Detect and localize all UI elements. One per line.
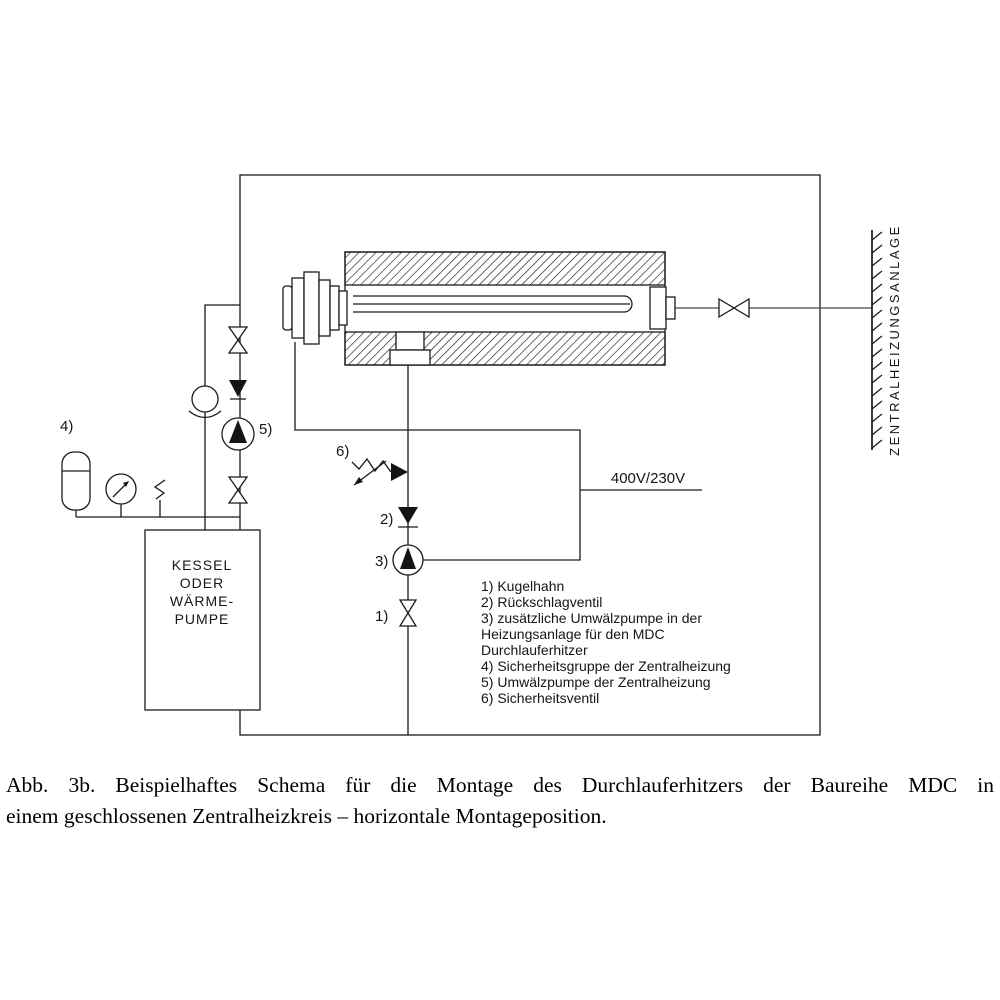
- legend-line-5: Durchlauferhitzer: [481, 642, 588, 658]
- heating-element: [353, 295, 633, 313]
- ref-label-4: 4): [60, 418, 73, 435]
- boiler-box: KESSEL ODER WÄRME- PUMPE: [144, 529, 261, 711]
- safety-group-line: [75, 500, 240, 518]
- pump-5-symbol: [221, 417, 255, 451]
- outlet-fitting: [649, 286, 676, 330]
- ball-valve-1-symbol: [398, 599, 418, 627]
- flow-heater: [282, 251, 676, 366]
- caption-line-2: einem geschlossenen Zentralheizkreis – h…: [6, 803, 607, 828]
- air-vent-symbol: [153, 479, 166, 500]
- shutoff-valve-lower-symbol: [227, 476, 249, 504]
- boiler-label-4: PUMPE: [175, 611, 230, 627]
- legend-line-8: 6) Sicherheitsventil: [481, 690, 599, 706]
- wall-hatching: [871, 231, 883, 449]
- wall-label: ZENTRALHEIZUNGSANLAGE: [887, 224, 902, 456]
- electrical-wiring: [294, 342, 702, 561]
- check-valve-2-symbol: [398, 507, 418, 528]
- safety-valve-6-symbol: [351, 457, 408, 486]
- manometer-symbol: [105, 473, 137, 505]
- shutoff-valve-upper-symbol: [227, 326, 249, 354]
- inlet-flange: [389, 331, 431, 366]
- legend-line-7: 5) Umwälzpumpe der Zentralheizung: [481, 674, 711, 690]
- ref-label-2: 2): [380, 511, 393, 528]
- ref-label-1: 1): [375, 608, 388, 625]
- check-valve-left-symbol: [229, 380, 247, 400]
- legend-line-2: 2) Rückschlagventil: [481, 594, 602, 610]
- legend-line-1: 1) Kugelhahn: [481, 578, 564, 594]
- legend-line-6: 4) Sicherheitsgruppe der Zentralheizung: [481, 658, 731, 674]
- boiler-label-3: WÄRME-: [170, 593, 234, 609]
- legend-line-4: Heizungsanlage für den MDC: [481, 626, 665, 642]
- sensor-pocket-symbol: [188, 385, 222, 419]
- ball-valve-supply-symbol: [718, 297, 750, 319]
- figure-caption: Abb. 3b. Beispielhaftes Schema für die M…: [0, 756, 1000, 831]
- boiler-label-1: KESSEL: [172, 557, 232, 573]
- power-label: 400V/230V: [611, 470, 685, 487]
- central-heating-wall: ZENTRALHEIZUNGSANLAGE: [871, 224, 902, 456]
- electric-plug: [282, 271, 348, 345]
- heater-installation-schematic: ZENTRALHEIZUNGSANLAGE: [60, 174, 902, 736]
- legend-line-3: 3) zusätzliche Umwälzpumpe in der: [481, 610, 702, 626]
- ref-label-3: 3): [375, 553, 388, 570]
- legend: 1) Kugelhahn 2) Rückschlagventil 3) zusä…: [481, 578, 731, 706]
- ref-label-6: 6): [336, 443, 349, 460]
- ref-label-5: 5): [259, 421, 272, 438]
- expansion-vessel-symbol: [61, 451, 91, 511]
- caption-line-1: Abb. 3b. Beispielhaftes Schema für die M…: [6, 773, 994, 797]
- boiler-label-2: ODER: [180, 575, 224, 591]
- pump-3-symbol: [392, 544, 424, 576]
